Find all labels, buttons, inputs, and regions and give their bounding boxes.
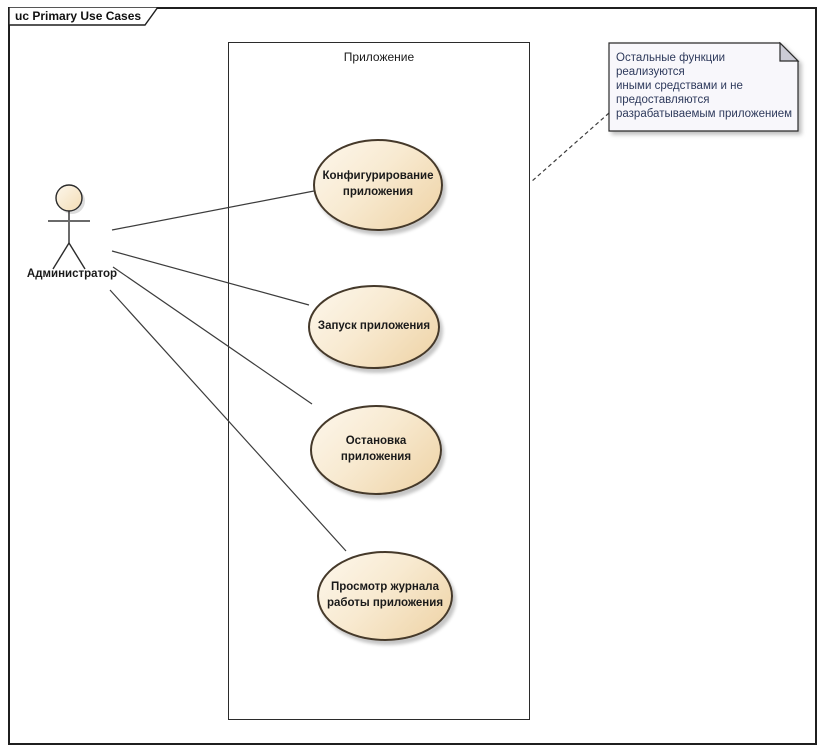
use-case-stop-application[interactable]: Остановка приложения bbox=[310, 405, 442, 495]
use-case-label: Остановка приложения bbox=[340, 435, 412, 463]
actor-stick-figure bbox=[48, 184, 90, 270]
system-boundary-label: Приложение bbox=[343, 50, 415, 64]
association-line-configure[interactable] bbox=[111, 190, 315, 231]
note[interactable] bbox=[608, 42, 808, 138]
frame-label: uc Primary Use Cases bbox=[15, 9, 142, 23]
frame-tab bbox=[8, 7, 159, 26]
use-case-label: Запуск приложения bbox=[317, 320, 431, 333]
use-case-label: Конфигурирование приложения bbox=[322, 170, 434, 198]
use-case-label: Просмотр журнала работы приложения bbox=[326, 581, 444, 609]
association-line-view-log[interactable] bbox=[109, 289, 347, 552]
use-case-start-application[interactable]: Запуск приложения bbox=[308, 285, 440, 369]
association-line-start[interactable] bbox=[111, 250, 310, 306]
use-case-view-log[interactable]: Просмотр журнала работы приложения bbox=[317, 551, 453, 641]
diagram-frame bbox=[8, 7, 817, 745]
association-line-stop[interactable] bbox=[112, 266, 313, 405]
use-case-configure-application[interactable]: Конфигурирование приложения bbox=[313, 139, 443, 231]
note-link-line[interactable] bbox=[530, 112, 610, 183]
note-text: Остальные функции реализуются иными сред… bbox=[616, 52, 793, 120]
actor-label: Администратор bbox=[26, 268, 118, 280]
actor-administrator[interactable] bbox=[40, 182, 104, 274]
